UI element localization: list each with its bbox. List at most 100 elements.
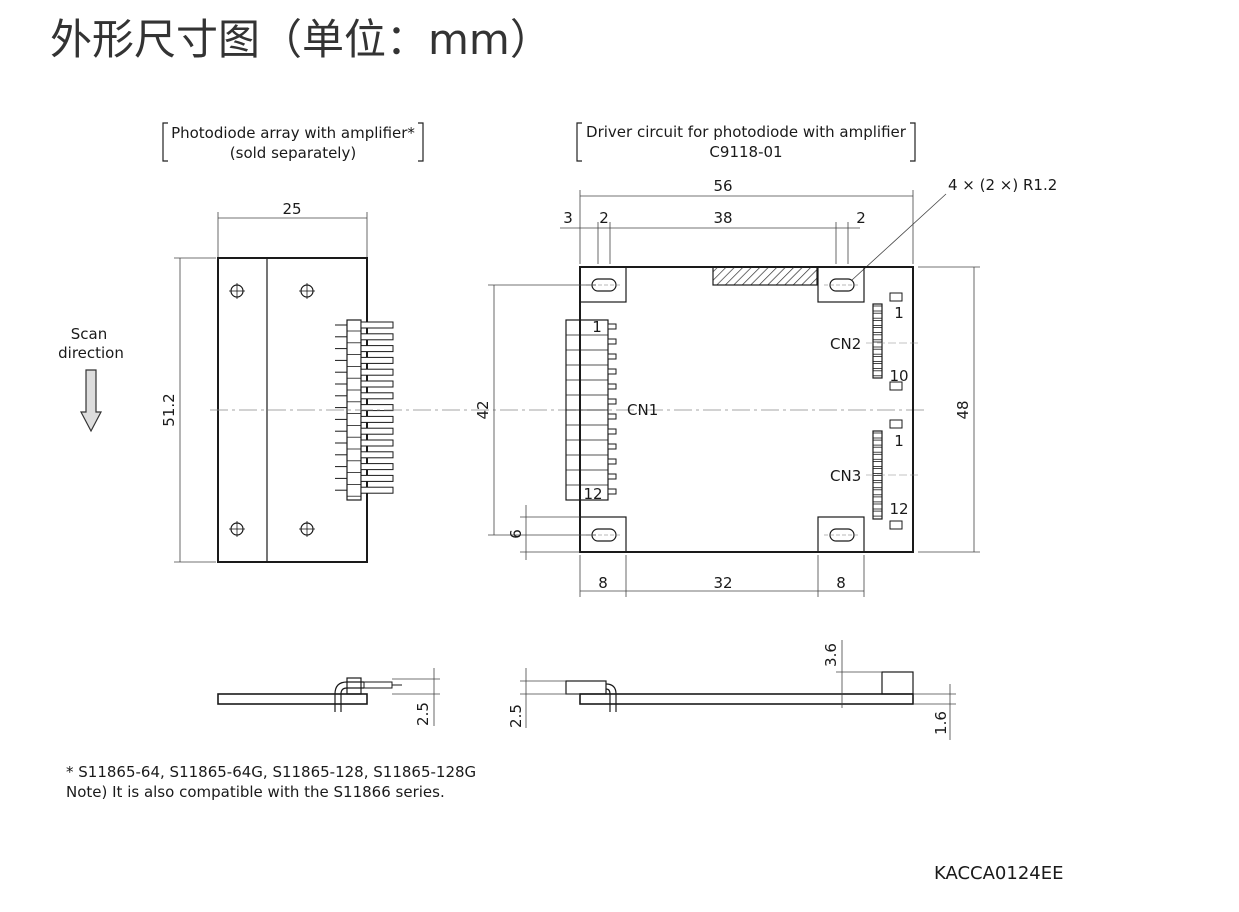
cn3-pin (872, 475, 883, 482)
pin (360, 392, 394, 400)
cn1-pin (607, 368, 617, 375)
cn2-pin (872, 370, 883, 377)
driver-label-line2: C9118-01 (709, 143, 782, 161)
dim-right-bottom (579, 555, 865, 597)
page-title: 外形尺寸图（单位：mm） (50, 15, 552, 64)
dim-2-left-text: 2 (599, 209, 609, 227)
dim-right-height (918, 266, 980, 553)
cn2-pin (872, 363, 883, 370)
cn3-pin (872, 482, 883, 489)
pin (360, 345, 394, 353)
dim-32-text: 32 (713, 574, 732, 592)
photodiode-label-line1: Photodiode array with amplifier* (171, 124, 415, 142)
cn2-pin-first: 1 (894, 304, 904, 322)
dim-2-right-text: 2 (856, 209, 866, 227)
cn2-pin (872, 312, 883, 319)
driver-label-line1: Driver circuit for photodiode with ampli… (586, 123, 907, 141)
dim-8-left-text: 8 (598, 574, 608, 592)
pin (360, 451, 394, 459)
document-code: KACCA0124EE (934, 863, 1064, 884)
pin (360, 474, 394, 482)
dim-side-25-text: 2.5 (507, 704, 525, 728)
cn1-pin-first: 1 (592, 318, 602, 336)
pin (360, 463, 394, 471)
cn1-pin (607, 473, 617, 480)
cn2-pin (872, 319, 883, 326)
dim-left-width (217, 212, 368, 257)
pin (360, 439, 394, 447)
photodiode-array-label: Photodiode array with amplifier* (sold s… (162, 122, 424, 162)
dim-right-top (560, 190, 914, 264)
cn2-pin (872, 341, 883, 348)
pin (360, 427, 394, 435)
cn2-pin-last: 10 (889, 367, 908, 385)
pin (360, 380, 394, 388)
driver-board (565, 266, 918, 553)
cn1-label: CN1 (627, 401, 658, 419)
cn2-pin (872, 348, 883, 355)
cn3-pin (872, 496, 883, 503)
pin (360, 368, 394, 376)
cn1-pin (607, 413, 617, 420)
photodiode-side-view (217, 677, 402, 712)
footnote-line1: * S11865-64, S11865-64G, S11865-128, S11… (66, 763, 477, 781)
dim-left-side-text: 2.5 (414, 702, 432, 726)
dim-overall-width-text: 56 (713, 177, 732, 195)
scan-direction-arrow-icon (80, 369, 102, 433)
cn1-pin (607, 488, 617, 495)
dim-left-height (174, 257, 216, 563)
cn1-pin (607, 338, 617, 345)
cn3-label: CN3 (830, 467, 861, 485)
cn1-pin (607, 443, 617, 450)
dim-right-side (520, 640, 956, 740)
cn3-pin-first: 1 (894, 432, 904, 450)
radius-leader (851, 193, 947, 281)
driver-circuit-label: Driver circuit for photodiode with ampli… (576, 122, 916, 162)
radius-note: 4 × (2 ×) R1.2 (948, 176, 1057, 194)
hatched-area (712, 266, 818, 286)
dim-side-16-text: 1.6 (932, 711, 950, 735)
pin (360, 333, 394, 341)
cn3-pin (872, 453, 883, 460)
dim-8-right-text: 8 (836, 574, 846, 592)
cn1-pin (607, 323, 617, 330)
cn3-pin (872, 503, 883, 510)
cn2-pin (872, 334, 883, 341)
pin (360, 404, 394, 412)
cn1-pin (607, 428, 617, 435)
cn2-label: CN2 (830, 335, 861, 353)
dim-side-36-text: 3.6 (822, 643, 840, 667)
cn3-pin-last: 12 (889, 500, 908, 518)
dim-42-text: 42 (474, 400, 492, 419)
dim-left-side (392, 668, 440, 726)
cn1-pin (607, 398, 617, 405)
scan-label-line1: Scan (71, 325, 107, 343)
cn3-pin (872, 446, 883, 453)
pin (360, 356, 394, 364)
cn3-pin (872, 432, 883, 439)
cn2-pin (872, 327, 883, 334)
scan-label-line2: direction (58, 344, 124, 362)
cn1-pin (607, 458, 617, 465)
driver-side-view (565, 671, 914, 712)
cn1-pin (607, 383, 617, 390)
cn3-pin (872, 468, 883, 474)
dim-38-text: 38 (713, 209, 732, 227)
dim-left-width-text: 25 (282, 200, 301, 218)
cn1-pin (607, 353, 617, 360)
cn3-pin (872, 510, 883, 517)
dim-6-text: 6 (507, 529, 525, 539)
dim-3-text: 3 (563, 209, 573, 227)
cn2-pin (872, 305, 883, 312)
dim-48-text: 48 (954, 400, 972, 419)
pin (360, 321, 394, 329)
pin (360, 415, 394, 423)
cn2-pin (872, 355, 883, 362)
cn1-pin-last: 12 (583, 485, 602, 503)
cn3-pin (872, 489, 883, 496)
cn3-pin (872, 439, 883, 446)
dim-right-left-side (488, 284, 596, 560)
cn3-pin (872, 460, 883, 467)
dim-left-height-text: 51.2 (160, 393, 178, 426)
footnote-line2: Note) It is also compatible with the S11… (66, 783, 445, 801)
